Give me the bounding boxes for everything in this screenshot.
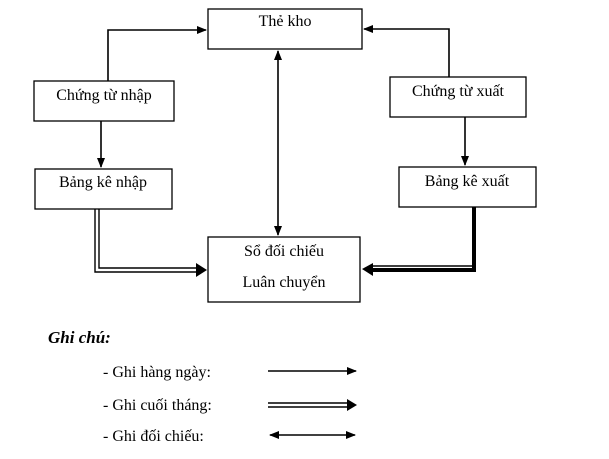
legend-item-label: - Ghi đối chiếu:	[103, 428, 204, 445]
node-chung-tu-nhap: Chứng từ nhập	[33, 80, 175, 122]
node-so-doi-chieu-label-line2: Luân chuyển	[242, 274, 325, 291]
node-the-kho-label: Thẻ kho	[259, 13, 312, 30]
node-bang-ke-xuat: Bảng kê xuất	[398, 166, 537, 208]
node-bang-ke-xuat-label: Bảng kê xuất	[425, 173, 510, 190]
edge-bang-ke-xuat-to-so-doi-chieu	[362, 207, 476, 276]
node-so-doi-chieu: Sổ đối chiếu Luân chuyển	[207, 236, 361, 303]
legend: Ghi chú: - Ghi hàng ngày: - Ghi cuối thá…	[48, 328, 357, 445]
legend-item-label: - Ghi hàng ngày:	[103, 364, 211, 381]
edge-chung-tu-nhap-to-the-kho	[107, 26, 207, 81]
node-chung-tu-nhap-label: Chứng từ nhập	[56, 87, 152, 104]
node-chung-tu-xuat: Chứng từ xuất	[389, 76, 527, 118]
node-chung-tu-xuat-label: Chứng từ xuất	[412, 83, 505, 100]
node-the-kho: Thẻ kho	[207, 8, 363, 50]
node-so-doi-chieu-label-line1: Sổ đối chiếu	[244, 243, 324, 260]
legend-double-arrow	[268, 399, 357, 411]
node-bang-ke-nhap-label: Bảng kê nhập	[59, 174, 147, 191]
edge-chung-tu-xuat-to-the-kho	[363, 25, 450, 77]
node-bang-ke-nhap: Bảng kê nhập	[34, 168, 173, 210]
legend-title: Ghi chú:	[48, 328, 111, 347]
edge-bang-ke-nhap-to-so-doi-chieu	[94, 209, 207, 277]
legend-item-label: - Ghi cuối tháng:	[103, 397, 212, 414]
